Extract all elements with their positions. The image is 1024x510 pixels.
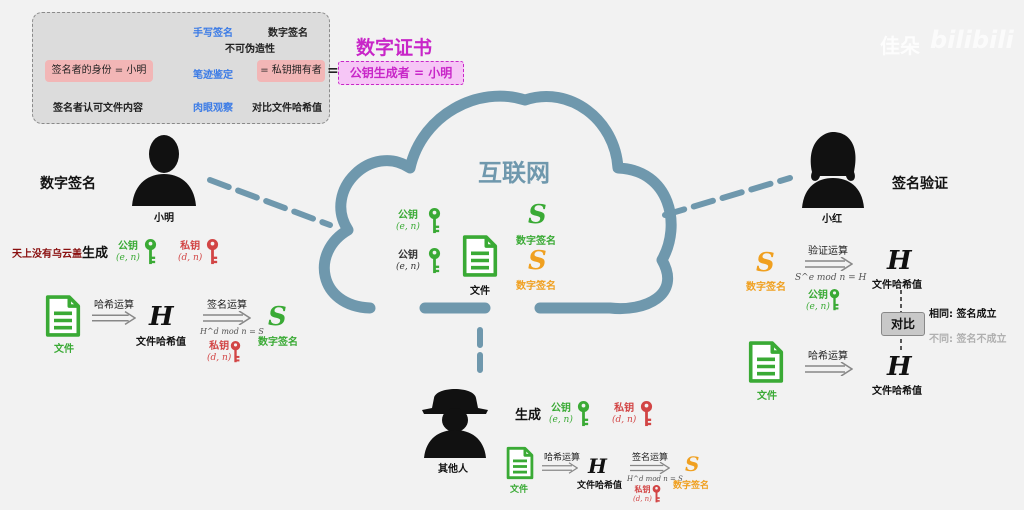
certificate-title: 数字证书 <box>356 37 433 59</box>
person-xiaohong-name: 小红 <box>822 214 842 225</box>
col-handwritten: 手写签名 <box>193 28 233 39</box>
cloud-pub-key-2-label: 公钥(e, n) <box>396 250 420 272</box>
right-hash-symbol-top: H <box>887 246 912 276</box>
left-hash-op: 哈希运算 <box>94 300 134 311</box>
left-hash-arrow <box>92 311 136 325</box>
left-priv-key-label: 私钥(d, n) <box>178 241 203 263</box>
right-verify-arrow <box>805 257 853 271</box>
right-sig-symbol: S <box>756 248 775 278</box>
row-unforgeable: 不可伪造性 <box>225 44 275 55</box>
left-sig-symbol: S <box>268 302 287 332</box>
left-pub-key-icon <box>144 238 157 266</box>
left-sign-op: 签名运算 <box>207 300 247 311</box>
bottom-hash-arrow <box>542 462 578 474</box>
signer-identity-pill: 签名者的身份 = 小明 <box>45 60 153 82</box>
bottom-file-label: 文件 <box>510 485 529 495</box>
watermark-platform: bilibili <box>930 26 1014 54</box>
right-hash-label-bottom: 文件哈希值 <box>872 386 922 397</box>
bottom-pub-key-label: 公钥(e, n) <box>549 403 573 425</box>
left-file-label: 文件 <box>54 344 74 355</box>
right-pub-key-label: 公钥(e, n) <box>806 290 830 312</box>
left-hash-symbol: H <box>149 302 174 332</box>
right-verify-formula: S^e mod n = H <box>795 273 867 283</box>
person-other-icon <box>422 389 488 458</box>
col-digital: 数字签名 <box>268 28 308 39</box>
internet-cloud <box>318 90 677 315</box>
bottom-hash-symbol: H <box>588 454 607 478</box>
left-generate: 生成 <box>82 246 109 261</box>
right-hash-arrow <box>805 362 853 376</box>
right-verify-op: 验证运算 <box>808 246 848 257</box>
left-pub-key-label: 公钥(e, n) <box>116 241 140 263</box>
left-sign-key-icon <box>230 340 241 364</box>
cloud-pub-key-2-icon <box>428 247 441 275</box>
visual-check: 肉眼观察 <box>193 103 233 114</box>
cloud-sig-green: S <box>528 200 547 230</box>
bottom-hash-label: 文件哈希值 <box>577 481 623 491</box>
left-sign-key-label: 私钥(d, n) <box>207 341 232 363</box>
cloud-pub-key-1-icon <box>428 207 441 235</box>
cloud-pub-key-1-label: 公钥(e, n) <box>396 210 420 232</box>
compare-different: 不同: 签名不成立 <box>929 334 1007 345</box>
bottom-priv-key-icon <box>640 400 653 428</box>
compare-button: 对比 <box>881 312 925 336</box>
person-xiaoming-icon <box>132 135 196 206</box>
bottom-sign-op: 签名运算 <box>632 453 669 463</box>
compare-hash: 对比文件哈希值 <box>252 103 322 114</box>
bottom-sign-formula: H^d mod n = S <box>627 475 683 483</box>
compare-same: 相同: 签名成立 <box>929 309 997 320</box>
left-sign-formula: H^d mod n = S <box>200 327 264 336</box>
left-file-icon <box>45 294 81 338</box>
handwriting-check: 笔迹鉴定 <box>193 70 233 81</box>
cloud-title: 互联网 <box>478 159 550 187</box>
person-xiaohong-icon <box>802 132 864 208</box>
bottom-sign-key-icon <box>652 484 661 504</box>
bottom-sig-symbol: S <box>685 452 700 476</box>
bottom-priv-key-label: 私钥(d, n) <box>612 403 637 425</box>
cloud-file-label: 文件 <box>470 286 490 297</box>
bottom-file-icon <box>506 446 534 480</box>
bottom-sig-label: 数字签名 <box>673 481 710 491</box>
cloud-sig-green-label: 数字签名 <box>516 236 556 247</box>
private-key-owner-pill: = 私钥拥有者 <box>257 60 325 82</box>
cloud-sig-orange: S <box>528 246 547 276</box>
left-sig-label: 数字签名 <box>258 337 298 348</box>
right-section-title: 签名验证 <box>892 176 948 192</box>
bottom-pub-key-icon <box>577 400 590 428</box>
bottom-sign-arrow <box>630 462 670 474</box>
right-file-icon <box>748 340 784 384</box>
certificate-box: 公钥生成者 = 小明 <box>338 61 464 85</box>
bottom-generate: 生成 <box>515 408 542 423</box>
right-hash-label-top: 文件哈希值 <box>872 280 922 291</box>
bottom-hash-op: 哈希运算 <box>544 453 581 463</box>
left-slogan: 天上没有乌云盖 <box>12 249 82 260</box>
signer-accepts: 签名者认可文件内容 <box>53 103 143 114</box>
left-hash-label: 文件哈希值 <box>136 337 186 348</box>
watermark-uploader: 佳朵 <box>880 34 920 58</box>
right-pub-key-icon <box>829 288 840 312</box>
right-hash-symbol-bottom: H <box>887 352 912 382</box>
bottom-sign-key-label: 私钥(d, n) <box>633 485 652 503</box>
person-xiaoming-name: 小明 <box>154 213 174 224</box>
right-file-label: 文件 <box>757 391 777 402</box>
person-other-name: 其他人 <box>438 464 468 475</box>
cloud-sig-orange-label: 数字签名 <box>516 281 556 292</box>
right-sig-label: 数字签名 <box>746 282 786 293</box>
cloud-file-icon <box>462 234 498 278</box>
left-section-title: 数字签名 <box>40 176 96 192</box>
left-sign-arrow <box>203 311 251 325</box>
right-hash-op: 哈希运算 <box>808 351 848 362</box>
equals-sign: = <box>327 63 339 79</box>
left-priv-key-icon <box>206 238 219 266</box>
